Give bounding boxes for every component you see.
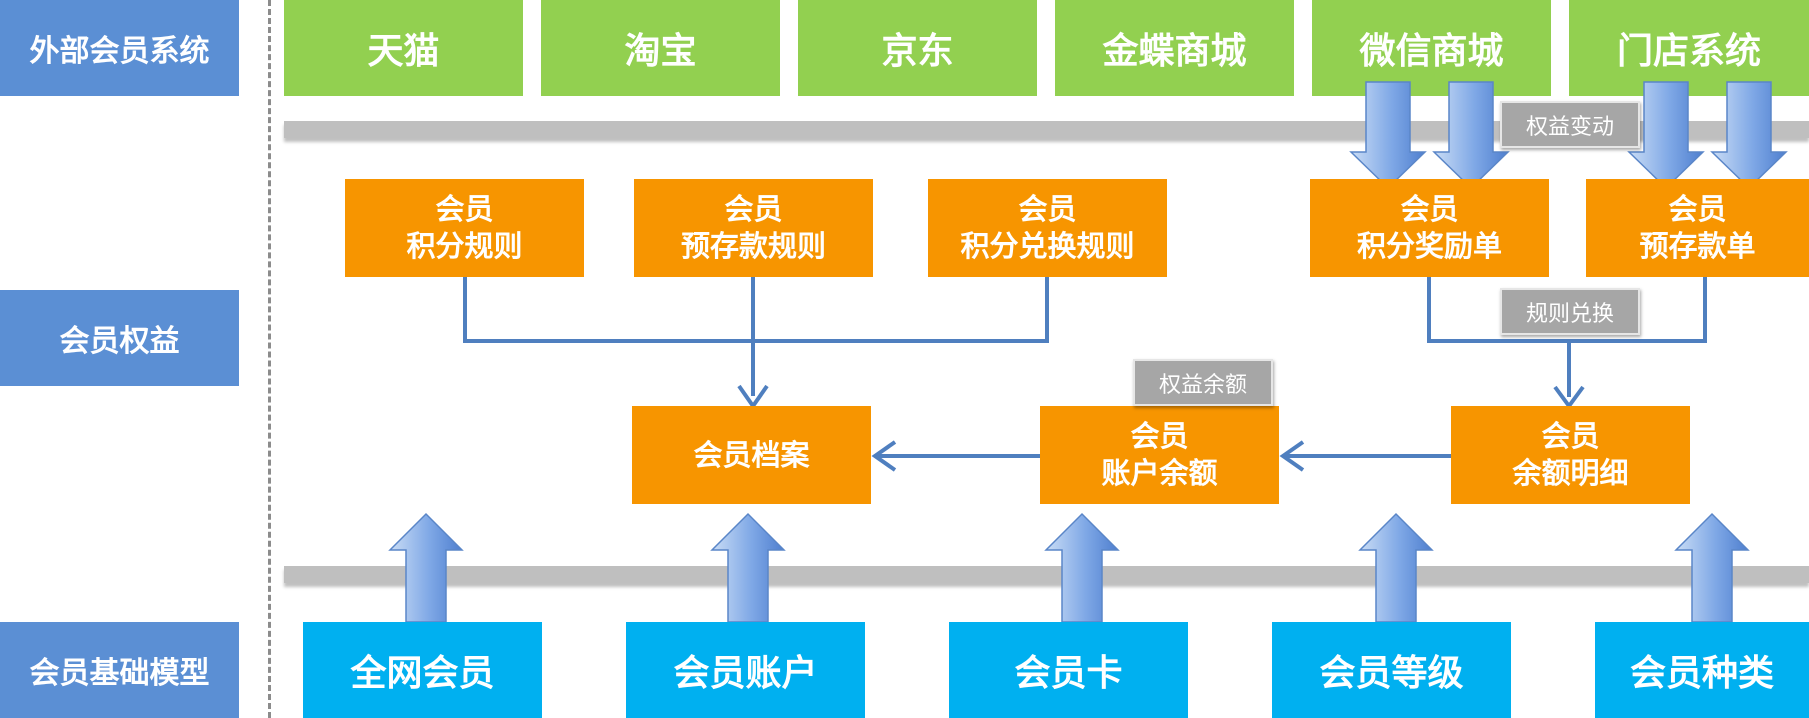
tag-benefit-change: 权益变动 — [1500, 101, 1640, 148]
external-tmall: 天猫 — [284, 0, 523, 96]
external-wechat-mall: 微信商城 — [1312, 0, 1551, 96]
deposit-rule-box: 会员预存款规则 — [634, 179, 873, 277]
up-arrow-5 — [1674, 512, 1750, 623]
up-arrow-1 — [388, 512, 464, 623]
external-jd: 京东 — [798, 0, 1037, 96]
up-arrow-3 — [1044, 512, 1120, 623]
up-arrow-4 — [1358, 512, 1434, 623]
reward-connector — [1427, 276, 1707, 397]
points-rule-box: 会员积分规则 — [345, 179, 584, 277]
profile-left-arrowhead — [871, 440, 897, 472]
external-store-system: 门店系统 — [1569, 0, 1809, 96]
row-label-external: 外部会员系统 — [0, 0, 239, 96]
base-member-account: 会员账户 — [626, 622, 865, 718]
external-taobao: 淘宝 — [541, 0, 780, 96]
down-arrow-3 — [1627, 81, 1705, 190]
separator-bar-top — [284, 121, 1809, 138]
up-arrow-2 — [710, 512, 786, 623]
balance-arrowhead — [1279, 440, 1305, 472]
base-member-type: 会员种类 — [1595, 622, 1809, 718]
down-arrow-1 — [1349, 81, 1427, 190]
base-member-level: 会员等级 — [1272, 622, 1511, 718]
row-label-base-model: 会员基础模型 — [0, 622, 239, 718]
rules-connector — [463, 276, 1049, 396]
tag-rule-exchange: 规则兑换 — [1500, 288, 1640, 335]
row-label-benefits: 会员权益 — [0, 290, 239, 386]
column-divider — [268, 0, 271, 718]
separator-bar-bottom — [284, 566, 1809, 583]
deposit-order-box: 会员预存款单 — [1586, 179, 1809, 277]
base-member-card: 会员卡 — [949, 622, 1188, 718]
down-arrow-4 — [1710, 81, 1788, 190]
base-all-network-member: 全网会员 — [303, 622, 542, 718]
points-reward-box: 会员积分奖励单 — [1310, 179, 1549, 277]
external-kingdee-mall: 金蝶商城 — [1055, 0, 1294, 96]
account-balance-box: 会员账户余额 — [1040, 406, 1279, 504]
down-arrow-2 — [1432, 81, 1510, 190]
member-profile-box: 会员档案 — [632, 406, 871, 504]
exchange-rule-box: 会员积分兑换规则 — [928, 179, 1167, 277]
tag-benefit-balance: 权益余额 — [1133, 359, 1273, 406]
balance-detail-box: 会员余额明细 — [1451, 406, 1690, 504]
